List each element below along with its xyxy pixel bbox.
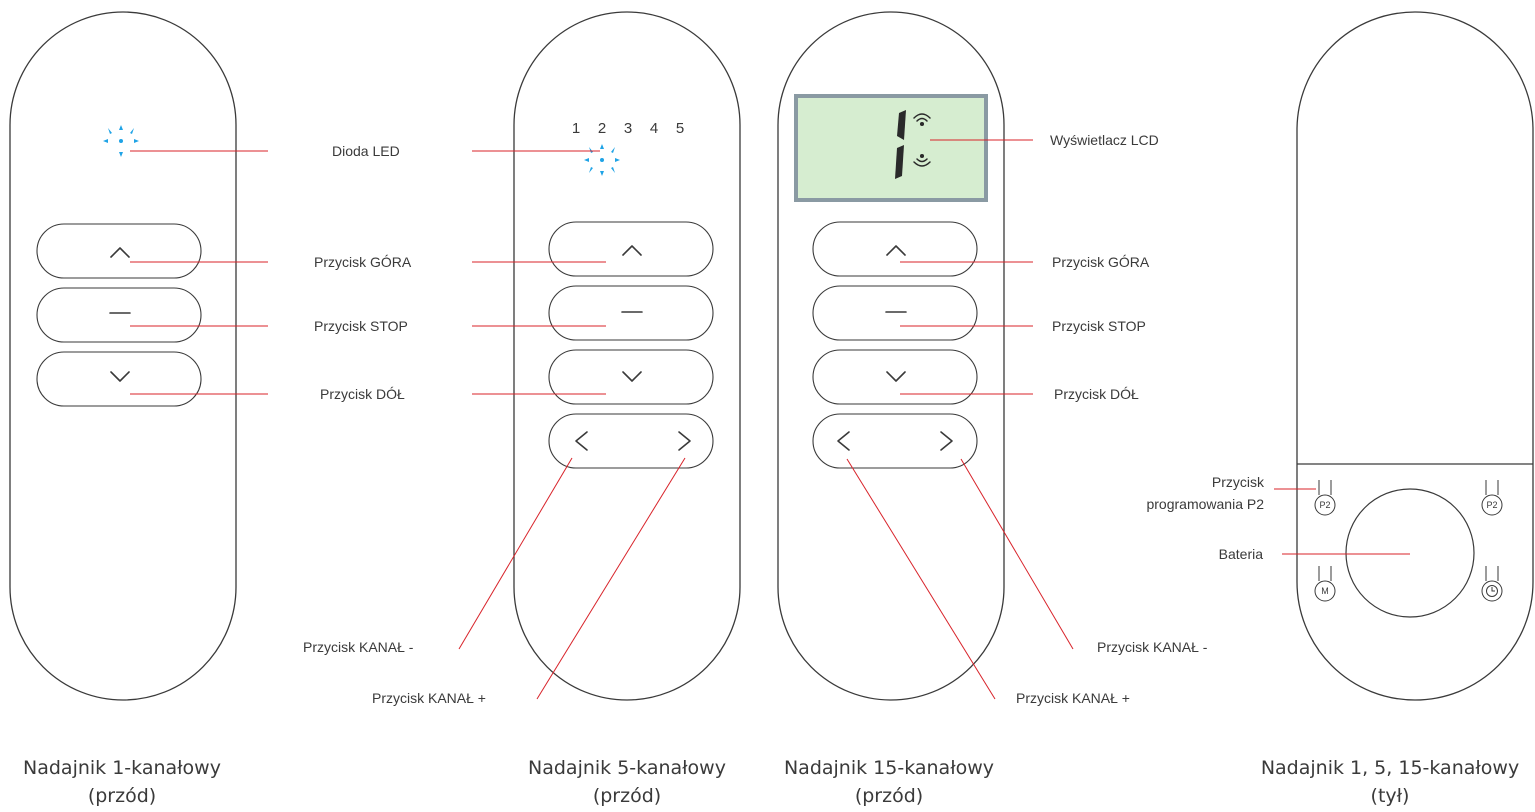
lcd-label: Wyświetlacz LCD	[1050, 132, 1159, 148]
caption-r5-title: Nadajnik 5-kanałowy	[528, 757, 726, 779]
led-label: Dioda LED	[332, 143, 400, 159]
channel-number-3: 3	[624, 120, 632, 137]
chevron-up-icon	[886, 245, 906, 256]
stop-button[interactable]	[36, 287, 202, 343]
channel-number-1: 1	[572, 120, 580, 137]
channel-plus-label: Przycisk KANAŁ +	[372, 690, 486, 706]
up-label: Przycisk GÓRA	[1052, 254, 1150, 270]
down-label: Przycisk DÓŁ	[320, 386, 405, 402]
chevron-down-icon	[110, 371, 130, 382]
chevron-right-icon	[940, 431, 953, 451]
lcd-segment-digit	[895, 110, 906, 179]
leader-lines	[130, 139, 1410, 700]
caption-r15-title: Nadajnik 15-kanałowy	[784, 757, 994, 779]
p2-label: P2	[1486, 500, 1497, 510]
up-label: Przycisk GÓRA	[314, 254, 412, 270]
p2-callout-line1: Przycisk	[1212, 474, 1265, 490]
up-button[interactable]	[36, 223, 202, 279]
channel-select-button[interactable]	[812, 413, 978, 469]
channel-minus-label: Przycisk KANAŁ -	[1097, 639, 1208, 655]
p2-button-right[interactable]: P2	[1481, 480, 1503, 516]
down-button[interactable]	[548, 349, 714, 405]
chevron-up-icon	[110, 247, 130, 258]
battery-label: Bateria	[1219, 546, 1264, 562]
chevron-down-icon	[622, 371, 642, 382]
timer-button[interactable]	[1481, 566, 1503, 602]
caption-back-title: Nadajnik 1, 5, 15-kanałowy	[1261, 757, 1519, 779]
channel-number-2: 2	[598, 120, 606, 137]
remote-5-channel-front: 1 2 3 4 5	[513, 11, 741, 701]
down-label: Przycisk DÓŁ	[1054, 386, 1139, 402]
p2-button-left[interactable]: P2	[1314, 480, 1336, 516]
callout-labels: Dioda LED Wyświetlacz LCD Przycisk GÓRA …	[303, 132, 1265, 706]
down-button[interactable]	[812, 349, 978, 405]
chevron-down-icon	[886, 371, 906, 382]
caption-r1-title: Nadajnik 1-kanałowy	[23, 757, 221, 779]
lcd-display	[794, 94, 988, 202]
m-label: M	[1321, 586, 1329, 596]
caption-r5-side: (przód)	[593, 785, 661, 807]
caption-back-side: (tył)	[1371, 785, 1410, 807]
remote-1-channel-front	[9, 11, 237, 701]
channel-minus-label: Przycisk KANAŁ -	[303, 639, 414, 655]
remote-back: P2 P2 M	[1296, 11, 1534, 701]
chevron-up-icon	[622, 245, 642, 256]
m-button[interactable]: M	[1314, 566, 1336, 602]
captions: Nadajnik 1-kanałowy (przód) Nadajnik 5-k…	[23, 757, 1519, 807]
channel-number-4: 4	[650, 120, 658, 137]
battery-compartment	[1345, 488, 1475, 618]
signal-icon	[913, 113, 931, 167]
stop-label: Przycisk STOP	[1052, 318, 1146, 334]
chevron-right-icon	[678, 431, 691, 451]
led-icon	[103, 125, 139, 157]
p2-label: P2	[1319, 500, 1330, 510]
stop-button[interactable]	[812, 285, 978, 341]
up-button[interactable]	[548, 221, 714, 277]
stop-label: Przycisk STOP	[314, 318, 408, 334]
chevron-left-icon	[837, 431, 850, 451]
chevron-left-icon	[575, 431, 588, 451]
caption-r1-side: (przód)	[88, 785, 156, 807]
channel-plus-label: Przycisk KANAŁ +	[1016, 690, 1130, 706]
p2-callout-line2: programowania P2	[1146, 496, 1264, 512]
clock-icon	[1486, 585, 1498, 597]
caption-r15-side: (przód)	[855, 785, 923, 807]
channel-number-5: 5	[676, 120, 684, 137]
up-button[interactable]	[812, 221, 978, 277]
channel-select-button[interactable]	[548, 413, 714, 469]
stop-button[interactable]	[548, 285, 714, 341]
remote-15-channel-front	[777, 11, 1005, 701]
